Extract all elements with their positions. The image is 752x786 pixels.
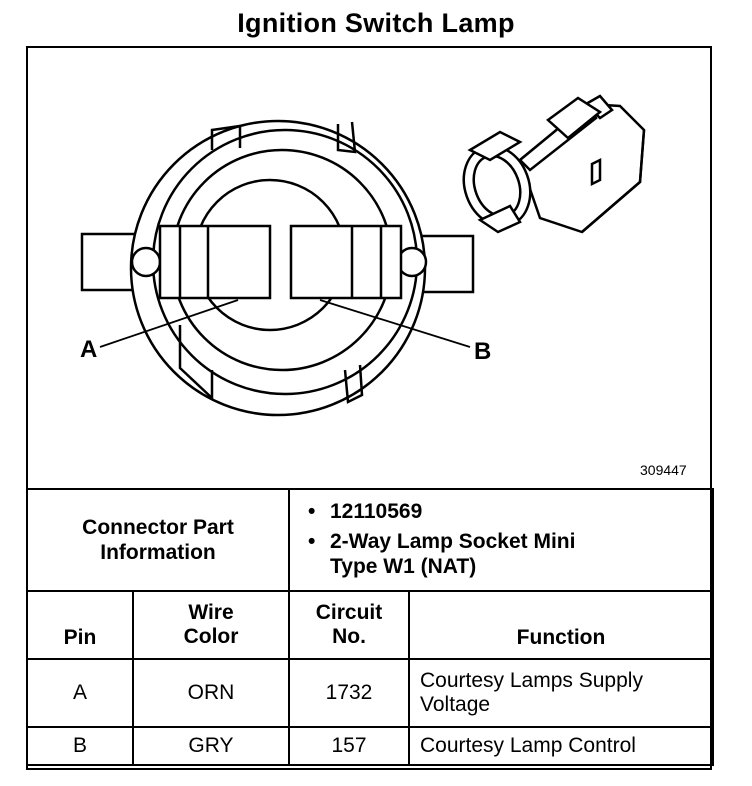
header-function: Function	[408, 590, 714, 660]
connector-illustration	[80, 94, 646, 417]
row-b-wire-color: GRY	[132, 726, 290, 766]
header-wire-color-line1: Wire	[188, 601, 234, 624]
part-description-line2: Type W1 (NAT)	[330, 554, 477, 578]
header-circuit-no: Circuit No.	[288, 590, 410, 660]
diagram-frame	[26, 46, 712, 770]
diagram-title: Ignition Switch Lamp	[237, 8, 515, 38]
table-row: B GRY 157 Courtesy Lamp Control	[26, 726, 714, 766]
header-wire-color-line2: Color	[183, 625, 239, 648]
part-description-line1: 2-Way Lamp Socket Mini	[330, 529, 576, 553]
part-description: 2-Way Lamp Socket Mini Type W1 (NAT)	[308, 529, 712, 579]
connector-info-label: Connector Part Information	[26, 488, 290, 592]
figure-id: 309447	[640, 462, 687, 478]
header-circuit-line1: Circuit	[315, 601, 383, 624]
row-a-wire-color: ORN	[132, 658, 290, 728]
header-wire-color: Wire Color	[132, 590, 290, 660]
header-row: Pin Wire Color Circuit No. Function	[26, 590, 714, 660]
connector-info-values: 12110569 2-Way Lamp Socket Mini Type W1 …	[288, 488, 714, 592]
table-row: A ORN 1732 Courtesy Lamps Supply Voltage	[26, 658, 714, 728]
part-number: 12110569	[308, 499, 712, 524]
connector-info-list: 12110569 2-Way Lamp Socket Mini Type W1 …	[290, 493, 712, 588]
callout-b: B	[474, 338, 492, 365]
row-a-pin: A	[26, 658, 134, 728]
connector-table: Connector Part Information 12110569 2-Wa…	[26, 488, 714, 766]
row-a-function-line1: Courtesy Lamps Supply	[420, 669, 643, 692]
connector-info-label-line2: Information	[100, 541, 216, 564]
header-circuit-line2: No.	[332, 625, 366, 648]
row-b-function: Courtesy Lamp Control	[408, 726, 714, 766]
header-pin: Pin	[26, 590, 134, 660]
connector-info-label-line1: Connector Part	[82, 516, 234, 539]
row-b-circuit: 157	[288, 726, 410, 766]
callout-a: A	[80, 336, 98, 363]
connector-info-row: Connector Part Information 12110569 2-Wa…	[26, 488, 714, 592]
row-a-circuit: 1732	[288, 658, 410, 728]
row-b-pin: B	[26, 726, 134, 766]
row-a-function: Courtesy Lamps Supply Voltage	[408, 658, 714, 728]
row-a-function-line2: Voltage	[420, 693, 491, 716]
